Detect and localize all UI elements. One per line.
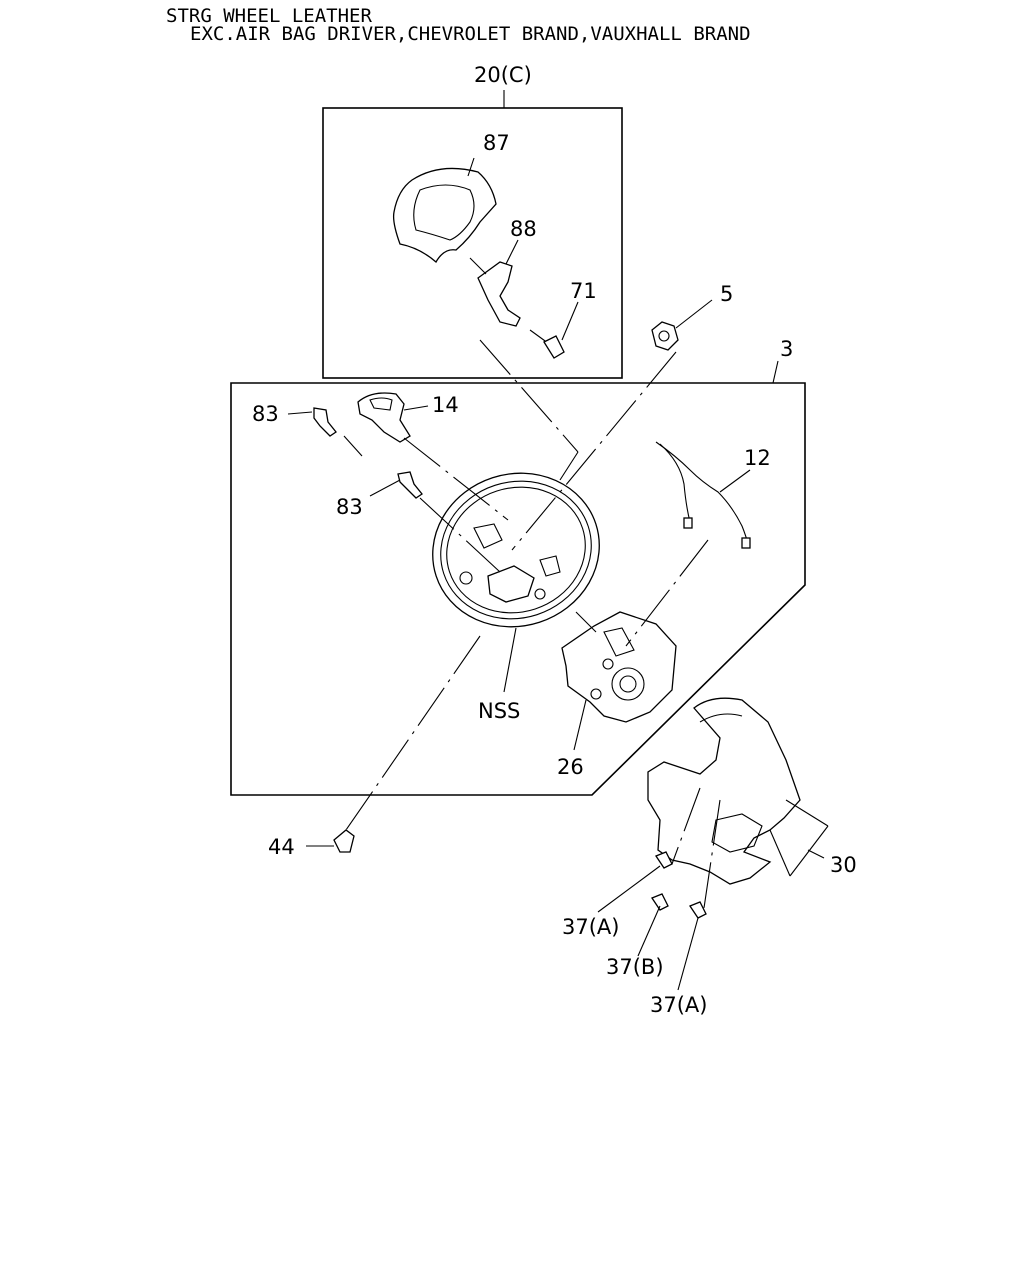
bracket-88: [477, 261, 521, 327]
bolt-83-upper: [287, 407, 337, 437]
cover-26: [561, 611, 677, 751]
alignment-lines: [343, 339, 721, 909]
bolt-44: [306, 829, 355, 853]
screw-71: [529, 301, 579, 359]
callout-37a-upper: 37(A): [562, 915, 619, 939]
switch-14: [357, 392, 429, 443]
callout-12: 12: [744, 446, 771, 470]
assembly-outline-3: [230, 382, 806, 796]
callout-83-lower: 83: [336, 495, 363, 519]
callout-14: 14: [432, 393, 459, 417]
nut-5: [651, 299, 713, 351]
callout-nss: NSS: [478, 699, 520, 723]
bolt-83-lower: [369, 471, 423, 499]
callout-88: 88: [510, 217, 537, 241]
callout-83-upper: 83: [252, 402, 279, 426]
subassembly-box-20c: [322, 90, 623, 379]
diagram-subtitle: EXC.AIR BAG DRIVER,CHEVROLET BRAND,VAUXH…: [190, 23, 751, 45]
callout-20c: 20(C): [474, 63, 532, 87]
callout-87: 87: [483, 131, 510, 155]
callout-37b: 37(B): [606, 955, 664, 979]
callout-3: 3: [780, 337, 793, 361]
diagram-title: STRG WHEEL LEATHER: [166, 5, 372, 27]
screw-37b: [637, 893, 669, 957]
callout-71: 71: [570, 279, 597, 303]
callout-37a-lower: 37(A): [650, 993, 707, 1017]
horn-pad-cover-87: [392, 167, 497, 264]
steering-wheel-nss: [432, 472, 600, 693]
column-cover-30: [647, 697, 829, 885]
callout-5: 5: [720, 282, 733, 306]
callout-30: 30: [830, 853, 857, 877]
wire-harness-12: [655, 441, 751, 549]
callout-44: 44: [268, 835, 295, 859]
callout-26: 26: [557, 755, 584, 779]
screw-37a-lower: [677, 901, 707, 991]
